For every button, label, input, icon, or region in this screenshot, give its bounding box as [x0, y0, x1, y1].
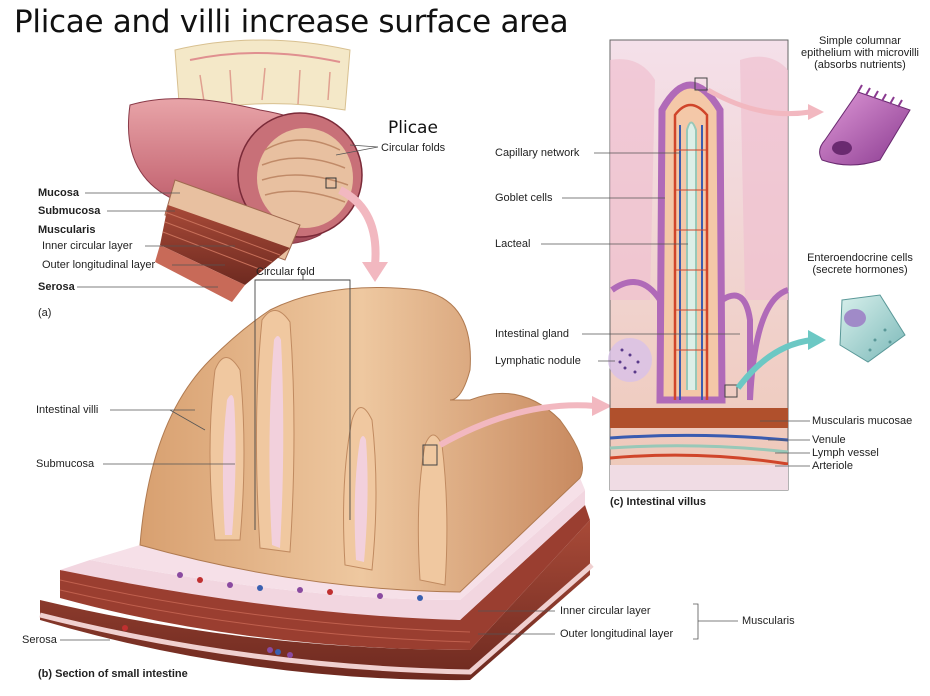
panel-b-caption: (b) Section of small intestine: [38, 668, 188, 680]
muscularis-label-b: Muscularis: [742, 615, 795, 627]
intestinal-villi-label: Intestinal villi: [36, 404, 98, 416]
lacteal-label: Lacteal: [495, 238, 530, 250]
muscularis-mucosae-label: Muscularis mucosae: [812, 415, 912, 427]
circular-fold-label: Circular fold: [256, 266, 315, 278]
simple-columnar-line-3: (absorbs nutrients): [790, 59, 930, 71]
outer-longitudinal-layer-label-b: Outer longitudinal layer: [560, 628, 673, 640]
inner-circular-layer-label-b: Inner circular layer: [560, 605, 650, 617]
mucosa-label: Mucosa: [38, 187, 79, 199]
panel-c-caption: (c) Intestinal villus: [610, 496, 706, 508]
submucosa-label-b: Submucosa: [36, 458, 94, 470]
panel-a-letter: (a): [38, 307, 51, 319]
inner-circular-layer-label-a: Inner circular layer: [42, 240, 132, 252]
lymph-vessel-label: Lymph vessel: [812, 447, 879, 459]
plicae-label: Plicae: [388, 118, 438, 138]
serosa-label-a: Serosa: [38, 281, 75, 293]
arteriole-label: Arteriole: [812, 460, 853, 472]
simple-columnar-label: Simple columnar epithelium with microvil…: [790, 35, 930, 71]
enteroendocrine-line-2: (secrete hormones): [790, 264, 930, 276]
submucosa-label-a: Submucosa: [38, 205, 100, 217]
enteroendocrine-label: Enteroendocrine cells (secrete hormones): [790, 252, 930, 276]
simple-columnar-line-2: epithelium with microvilli: [790, 47, 930, 59]
goblet-cells-label: Goblet cells: [495, 192, 552, 204]
outer-longitudinal-layer-label-a: Outer longitudinal layer: [42, 259, 155, 271]
circular-folds-label: Circular folds: [381, 142, 445, 154]
enteroendocrine-cell-illustration: [840, 295, 905, 362]
intestinal-gland-label: Intestinal gland: [495, 328, 569, 340]
serosa-label-b: Serosa: [22, 634, 57, 646]
lymphatic-nodule-label: Lymphatic nodule: [495, 355, 581, 367]
capillary-network-label: Capillary network: [495, 147, 579, 159]
panel-c-illustration: [541, 40, 810, 490]
simple-columnar-line-1: Simple columnar: [790, 35, 930, 47]
columnar-cell-illustration: [820, 85, 910, 165]
muscularis-label-a: Muscularis: [38, 224, 95, 236]
venule-label: Venule: [812, 434, 846, 446]
enteroendocrine-line-1: Enteroendocrine cells: [790, 252, 930, 264]
